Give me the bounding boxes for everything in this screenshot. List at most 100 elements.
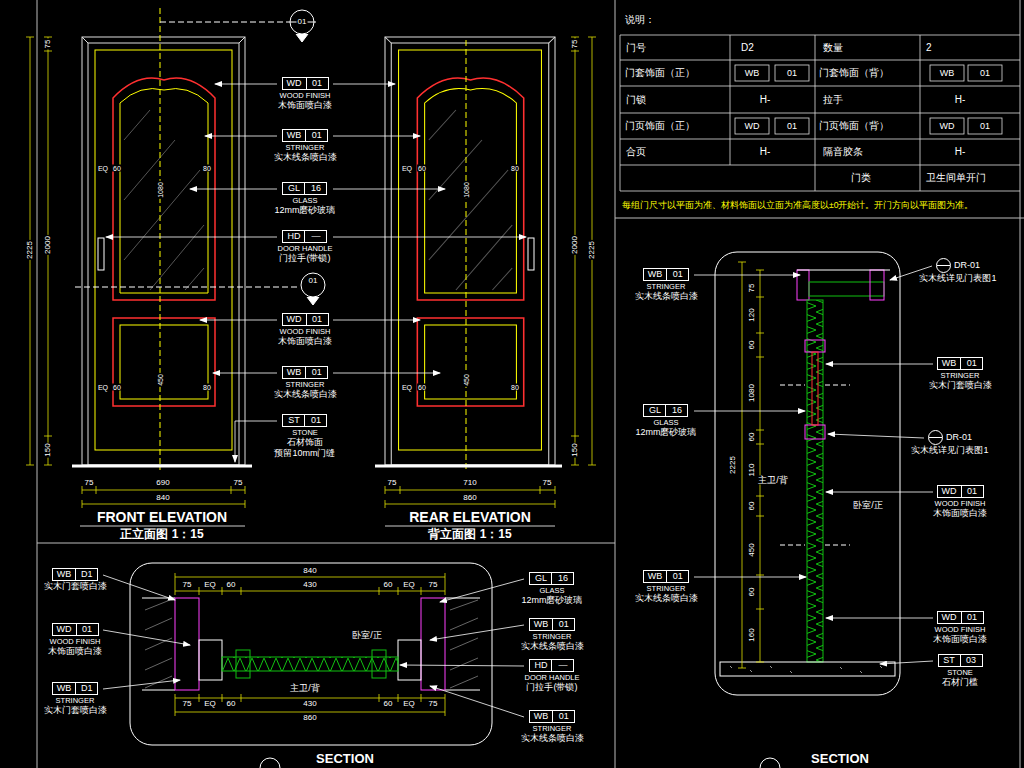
material-note: 预留10mm门缝 [273,448,336,459]
elevation-dimensions-part [44,465,52,466]
room-label: 主卫/背 [757,476,789,485]
material-tag: WD01WOOD FINISH木饰面喷白漆 [277,313,333,347]
elevation-dimensions-part [385,526,555,527]
bottom-title-marks-part [260,758,280,768]
table-cell: 门页饰面（背） [818,121,890,131]
dimension-value: 710 [462,479,477,487]
material-name: WOOD FINISH [49,637,102,646]
general-note: 每组门尺寸以平面为准、材料饰面以立面为准高度以±0开始计。开门方向以平面图为准。 [621,201,975,210]
plan-leaders-part [103,630,190,645]
material-tag: WB01STRINGER实木门套喷白漆 [928,357,993,391]
plan-section-part [398,640,421,680]
material-tag: WBD1实木门套喷白漆 [43,568,108,592]
dimension-value: EQ [401,165,413,172]
section-leaders-part [880,661,933,664]
dimension-value: 60 [226,700,237,708]
table-cell: WB [939,69,956,78]
dimension-value: 60 [383,700,394,708]
dimension-value: 860 [302,714,317,722]
elevation-leaders-part [200,320,277,321]
elevation-leaders-part [106,237,277,238]
material-note: 12mm磨砂玻璃 [520,595,583,606]
material-tag: WD01WOOD FINISH木饰面喷白漆 [932,611,988,645]
dimension-value: 80 [202,384,212,391]
table-cell: 01 [979,69,991,78]
dimension-value: 2000 [44,235,52,255]
material-code: HD [283,231,304,242]
elevation-dimensions-part [555,500,556,508]
table-cell: 卫生间单开门 [925,173,987,183]
elevation-dimensions [26,37,596,526]
plan-section-part [199,640,222,680]
material-number: 01 [305,130,327,141]
material-number: — [551,660,573,671]
tag-box: WD01 [282,77,329,90]
schedule-table-part [968,118,1002,134]
vertical-section-part [760,270,761,662]
material-code: ST [939,655,960,666]
material-number: 16 [665,405,687,416]
tag-box: WD01 [52,623,99,636]
plan-section-part [175,573,445,595]
section-marks-part [307,297,319,305]
material-tag: WB01STRINGER实木线条喷白漆 [634,268,699,302]
front-door-elevation-part [82,37,245,465]
material-name: GLASS [538,586,565,595]
table-cell: 门页饰面（正） [624,121,696,131]
plan-section-part [175,591,445,592]
vertical-section [715,252,900,695]
dimension-value: 690 [155,479,170,487]
material-number: 01 [306,314,328,325]
plan-leaders-part [430,625,524,640]
dimension-value: 1080 [157,181,164,199]
material-note: 石材饰面 [286,437,324,448]
vertical-section-part [797,270,890,271]
section-leaders-part [694,411,805,412]
dimension-value: 450 [748,542,756,557]
view-title: FRONT ELEVATION [96,510,228,524]
tag-box: WBD1 [52,682,99,695]
tag-box: WB01 [643,570,690,583]
elevation-dimensions-part [82,504,245,505]
plan-section-part [236,650,250,678]
dimension-value: 1080 [748,383,756,403]
table-cell: 01 [979,122,991,131]
material-code: WB [53,683,76,694]
sheet-frame-part [615,218,1024,219]
dimension-value: 75 [387,479,398,487]
table-cell: 合页 [625,147,647,157]
material-name: WOOD FINISH [934,499,987,508]
material-tag: WB01STRINGER实木线条喷白漆 [634,570,699,604]
material-note: 12mm磨砂玻璃 [273,205,336,216]
table-cell: 数量 [822,43,844,53]
vertical-section-part [780,385,850,545]
dimension-value: 450 [157,373,164,387]
dimension-value: 120 [748,307,756,322]
dimension-value: 60 [748,340,756,351]
plan-section-part [175,577,445,578]
material-tag: WD01WOOD FINISH木饰面喷白漆 [932,485,988,519]
tag-box: WB01 [282,129,329,142]
plan-section-part [145,600,478,688]
plan-leaders-part [440,579,524,602]
dimension-value: 75 [428,700,439,708]
dimension-value: 860 [462,494,477,502]
material-note: 实木线条喷白漆 [273,152,338,163]
dimension-value: 840 [155,494,170,502]
material-number: 16 [551,573,573,584]
table-cell: H- [759,147,772,157]
schedule-table-part [930,118,964,134]
dimension-value: 150 [44,442,52,457]
detail-code: DR-01 [946,432,972,443]
dimension-value: 60 [417,384,427,391]
material-tag: WB01STRINGER实木线条喷白漆 [520,710,585,744]
elevation-leaders-part [213,373,277,374]
detail-circle [928,430,943,445]
material-name: STRINGER [940,371,981,380]
plan-section-part [175,712,445,713]
tag-box: ST01 [282,414,327,427]
plan-section-part [130,563,492,745]
dimension-value: 1080 [463,181,470,199]
section-marks-part [301,273,325,297]
material-number: 01 [305,367,327,378]
